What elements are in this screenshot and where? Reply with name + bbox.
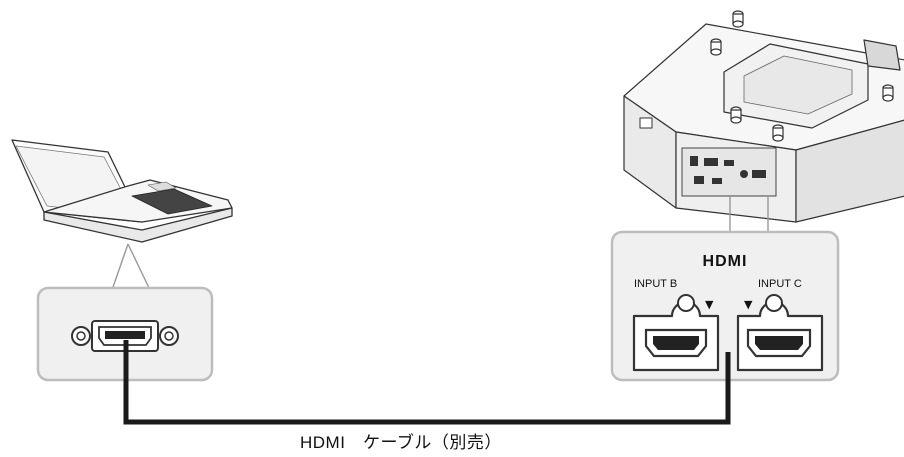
- input-c-hdmi-port-icon: [736, 294, 824, 372]
- projector-illustration: [623, 10, 904, 223]
- hdmi-cable-line: [123, 340, 731, 425]
- screw-left-icon: [71, 326, 91, 346]
- port-b-label: INPUT B: [634, 278, 677, 290]
- port-c-label: INPUT C: [758, 278, 802, 290]
- laptop-port-panel: [36, 286, 214, 382]
- port-b-marker: ▼: [705, 298, 714, 311]
- laptop-callout-lines: [111, 243, 151, 291]
- laptop-hdmi-port-icon: [91, 320, 159, 352]
- laptop-illustration: [11, 139, 233, 243]
- screw-right-icon: [159, 326, 179, 346]
- port-c-marker: ▼: [744, 298, 753, 311]
- projector-callout-lines: [729, 196, 769, 234]
- projector-port-panel: HDMI INPUT B INPUT C ▼ ▼: [610, 230, 840, 382]
- cable-caption: HDMI ケーブル（別売）: [300, 433, 502, 452]
- hdmi-logo-text: HDMI: [703, 253, 748, 270]
- input-b-hdmi-port-icon: [632, 294, 720, 372]
